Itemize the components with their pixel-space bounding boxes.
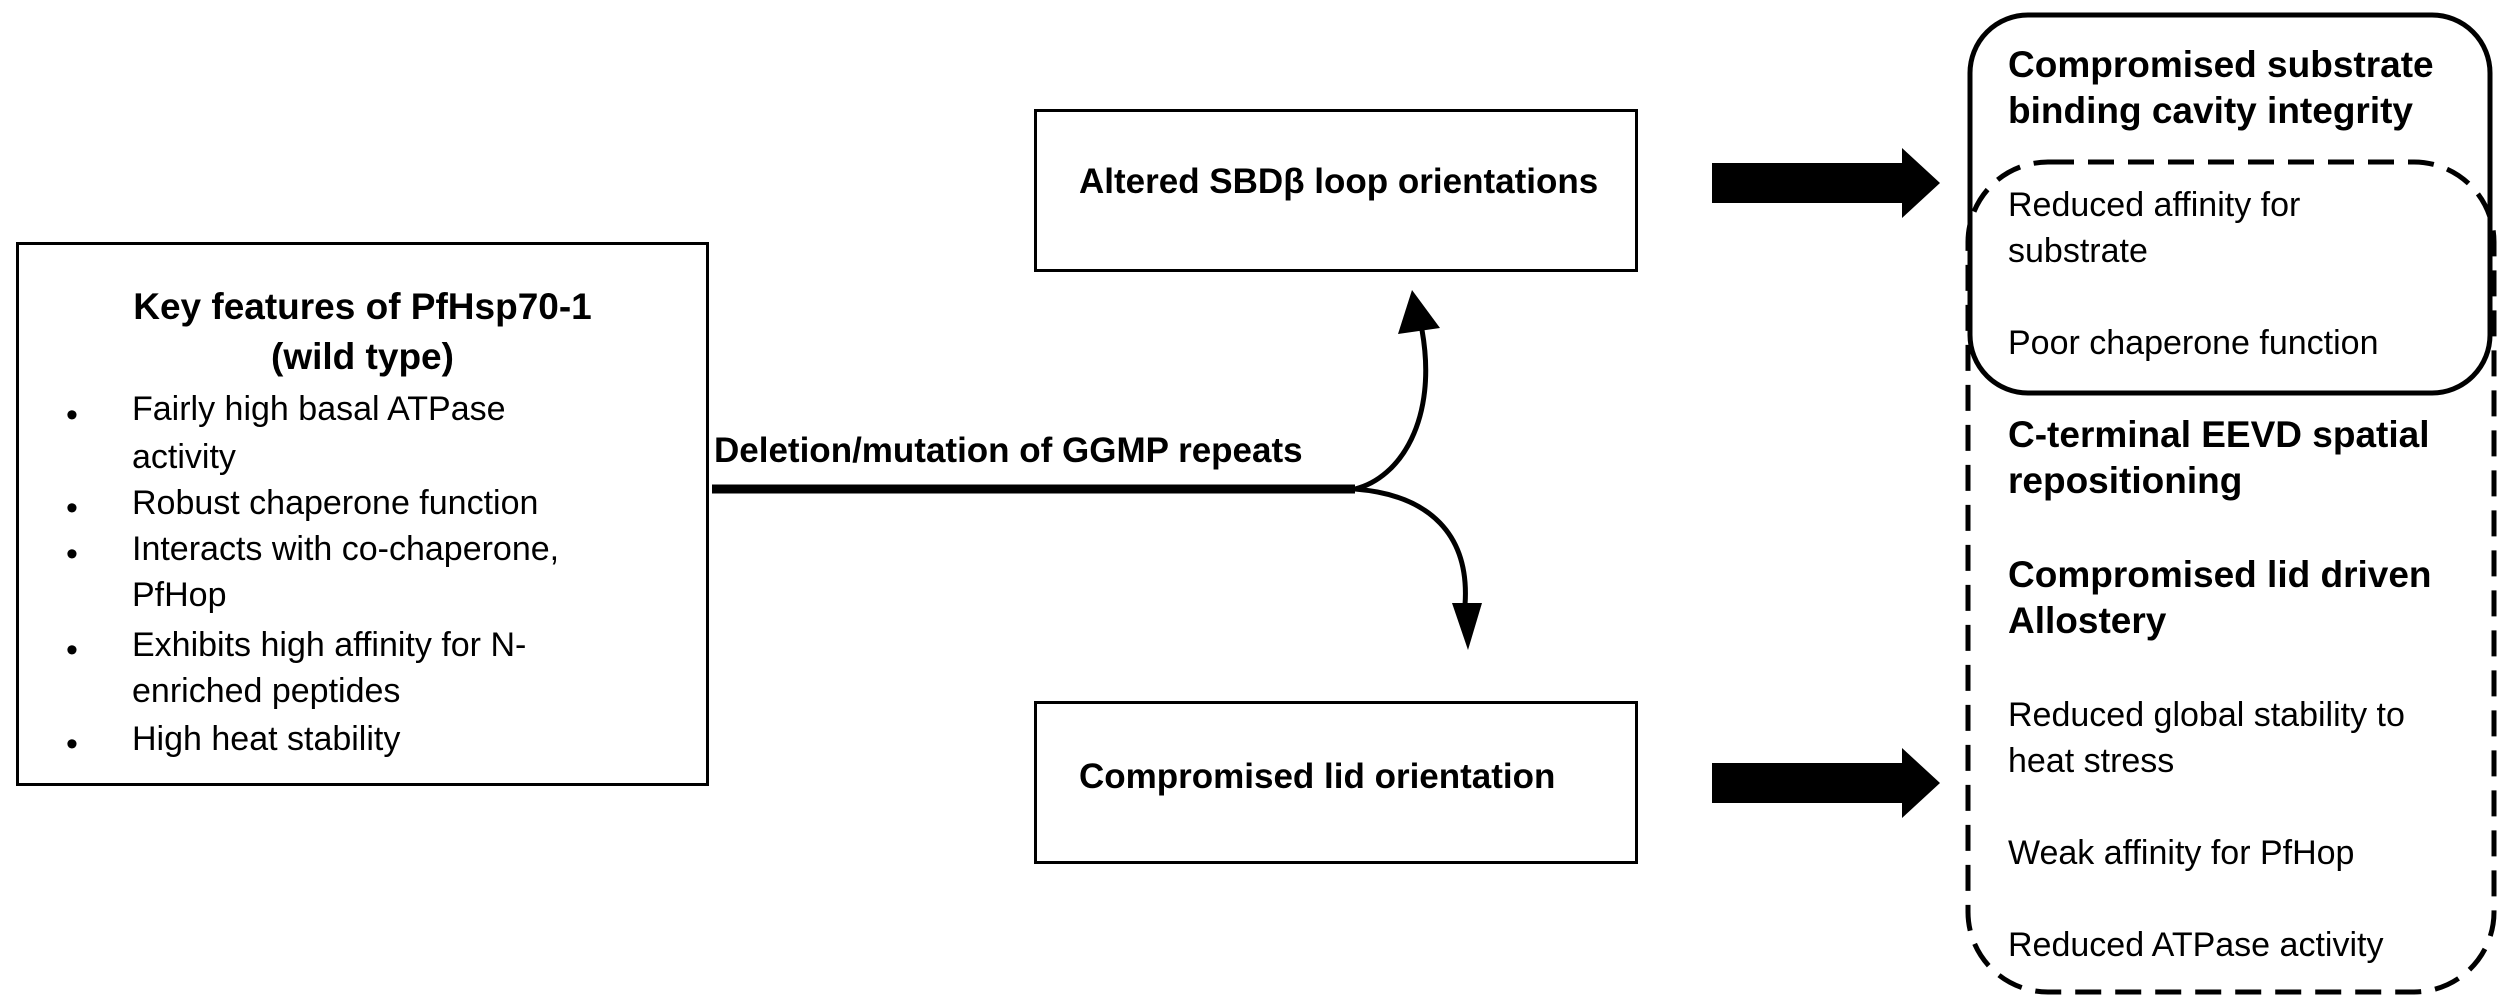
key-features-box — [16, 242, 709, 786]
feature-item-1-line1: Fairly high basal ATPase — [132, 390, 506, 428]
branch-down-curve — [1354, 486, 1468, 606]
feature-item-4-line2: enriched peptides — [132, 672, 401, 710]
outcome-eevd-line1: C-terminal EEVD spatial — [2008, 414, 2430, 455]
block-arrow-bottom — [1712, 748, 1940, 818]
block-arrow-top — [1712, 148, 1940, 218]
branch-up-arrowhead — [1398, 290, 1440, 334]
bullet-marker: • — [66, 489, 78, 527]
bullet-marker: • — [66, 725, 78, 763]
outcome-lid-line2: Allostery — [2008, 600, 2167, 641]
branch-down-arrowhead — [1452, 603, 1482, 650]
feature-item-2-line1: Robust chaperone function — [132, 484, 539, 522]
bullet-marker: • — [66, 631, 78, 669]
feature-item-5-line1: High heat stability — [132, 720, 401, 758]
feature-item-4-line1: Exhibits high affinity for N- — [132, 626, 527, 664]
outcome-stability-line1: Reduced global stability to — [2008, 696, 2405, 734]
bullet-marker: • — [66, 535, 78, 573]
feature-item-3-line1: Interacts with co-chaperone, — [132, 530, 560, 568]
outcome-cavity-line2: binding cavity integrity — [2008, 90, 2413, 131]
branch-up-curve — [1354, 329, 1429, 492]
outcome-stability-line2: heat stress — [2008, 742, 2175, 780]
outcome-eevd-line2: repositioning — [2008, 460, 2243, 501]
key-features-title-line1: Key features of PfHsp70-1 — [133, 286, 592, 327]
bullet-marker: • — [66, 396, 78, 434]
outcome-cavity-line1: Compromised substrate — [2008, 44, 2434, 85]
outcome-pfhop: Weak affinity for PfHop — [2008, 834, 2355, 872]
effect-top-label: Altered SBDβ loop orientations — [1079, 162, 1599, 201]
effects-dashed-frame — [1965, 159, 2497, 995]
outcome-affinity-line2: substrate — [2008, 232, 2148, 270]
outcome-affinity-line1: Reduced affinity for — [2008, 186, 2301, 224]
outcome-atpase: Reduced ATPase activity — [2008, 926, 2384, 964]
key-features-title-line2: (wild type) — [271, 336, 454, 377]
effect-top-box — [1034, 109, 1638, 272]
feature-item-3-line2: PfHop — [132, 576, 227, 614]
outcome-chaperone: Poor chaperone function — [2008, 324, 2379, 362]
outcome-lid-line1: Compromised lid driven — [2008, 554, 2432, 595]
trigger-label: Deletion/mutation of GGMP repeats — [714, 431, 1303, 470]
effect-bottom-box — [1034, 701, 1638, 864]
effect-bottom-label: Compromised lid orientation — [1079, 757, 1556, 796]
feature-item-1-line2: activity — [132, 438, 236, 476]
cavity-frame — [1967, 12, 2493, 396]
